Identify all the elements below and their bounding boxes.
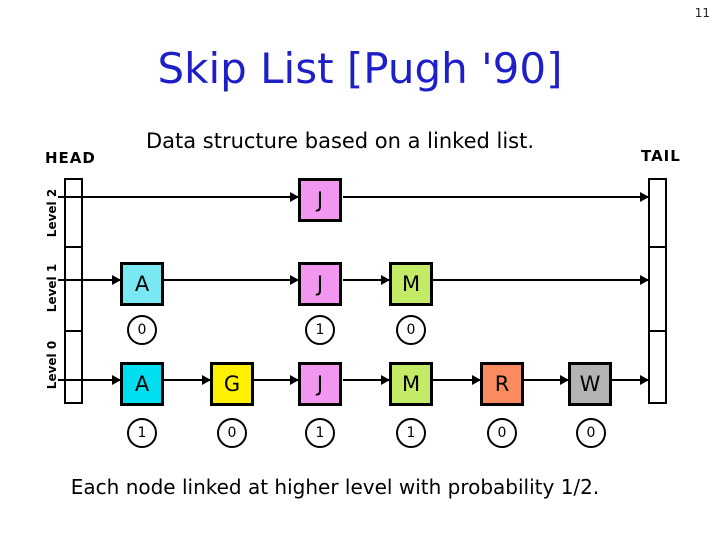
coinflip-l1-m: 0 [396, 315, 426, 345]
node-l0-a: A [120, 362, 164, 406]
node-l0-g: G [210, 362, 254, 406]
node-l2-j: J [298, 178, 342, 222]
tail-column [648, 178, 667, 404]
coinflip-l0-a: 1 [127, 418, 157, 448]
coinflip-l0-m: 1 [396, 418, 426, 448]
coinflip-l0-w: 0 [576, 418, 606, 448]
link-l0-a-g [164, 375, 211, 385]
link-l1-j-m [343, 275, 390, 285]
head-cell-level1 [66, 248, 81, 332]
coinflip-l1-j: 1 [305, 315, 335, 345]
link-l0-j-m [343, 375, 390, 385]
link-l0-head-a [58, 375, 121, 385]
slide-caption: Each node linked at higher level with pr… [70, 475, 600, 499]
coinflip-l0-r: 0 [487, 418, 517, 448]
node-l1-m: M [389, 262, 433, 306]
node-l1-a: A [120, 262, 164, 306]
coinflip-l0-j: 1 [305, 418, 335, 448]
node-l0-w: W [568, 362, 612, 406]
head-cell-level0 [66, 332, 81, 402]
link-l2-head-j [58, 192, 299, 202]
coinflip-l0-g: 0 [217, 418, 247, 448]
slide-title: Skip List [Pugh '90] [157, 44, 563, 93]
link-l2-j-tail [343, 192, 649, 202]
tail-cell-level0 [650, 332, 665, 402]
node-l0-j: J [298, 362, 342, 406]
head-cell-level2 [66, 180, 81, 248]
level-2-label: Level 2 [45, 188, 59, 238]
node-l0-m: M [389, 362, 433, 406]
link-l0-m-r [433, 375, 481, 385]
link-l0-r-w [524, 375, 569, 385]
tail-label: TAIL [641, 147, 681, 165]
node-l1-j: J [298, 262, 342, 306]
link-l1-a-j [164, 275, 299, 285]
link-l1-m-tail [433, 275, 649, 285]
tail-cell-level1 [650, 248, 665, 332]
head-label: HEAD [45, 149, 96, 167]
level-0-label: Level 0 [45, 340, 59, 390]
slide-subtitle: Data structure based on a linked list. [145, 129, 535, 153]
link-l1-head-a [58, 275, 121, 285]
tail-cell-level2 [650, 180, 665, 248]
coinflip-l1-a: 0 [127, 315, 157, 345]
node-l0-r: R [480, 362, 524, 406]
level-1-label: Level 1 [45, 263, 59, 313]
link-l0-g-j [254, 375, 299, 385]
page-number: 11 [694, 6, 710, 20]
link-l0-w-tail [612, 375, 649, 385]
head-column [64, 178, 83, 404]
